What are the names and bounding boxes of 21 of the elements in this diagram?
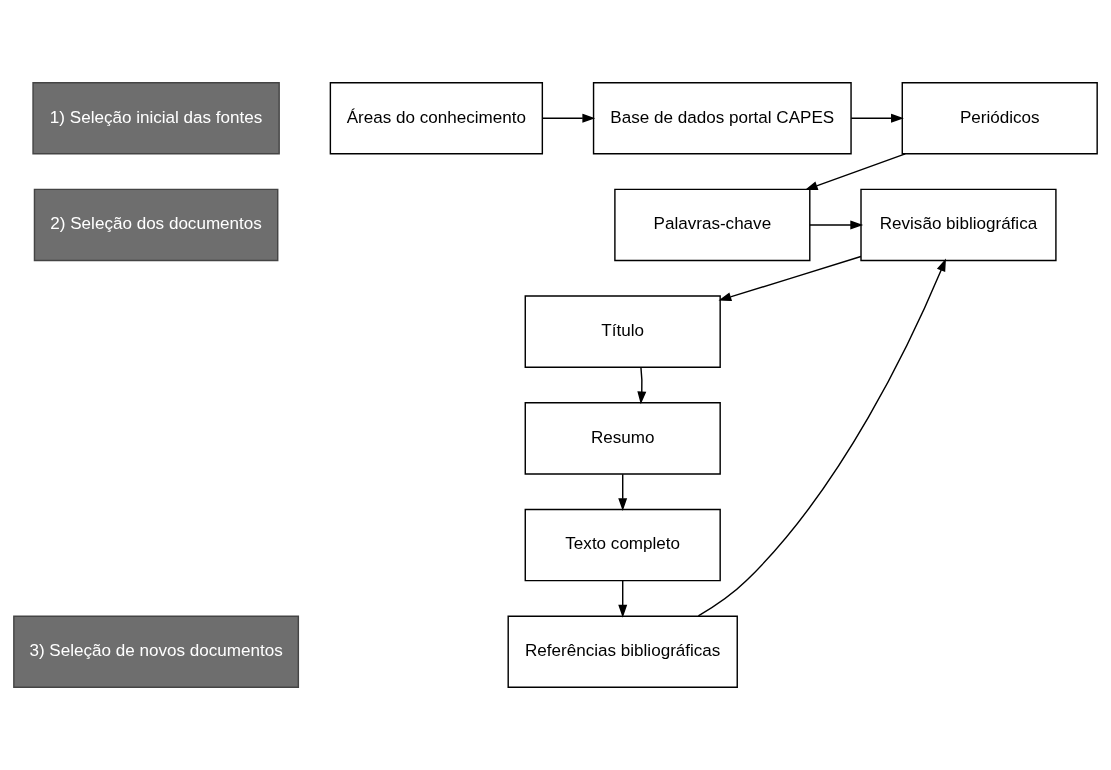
node-box: Referências bibliográficas (507, 615, 738, 688)
node-box: 2) Seleção dos documentos (33, 188, 279, 262)
arrow (541, 113, 596, 123)
node-box: Título (524, 295, 721, 368)
node-box: Palavras-chave (614, 188, 811, 262)
arrow (718, 255, 862, 302)
node-box: 1) Seleção inicial das fontes (32, 82, 280, 155)
arrow (850, 113, 904, 123)
node-box: Áreas do conhecimento (329, 82, 544, 155)
node-box: 3) Seleção de novos documentos (13, 615, 300, 688)
arrow (697, 258, 946, 617)
node-box: Texto completo (524, 508, 721, 582)
arrow (618, 473, 628, 511)
node-box: Resumo (524, 402, 721, 475)
node-box: Periódicos (901, 82, 1098, 155)
node-box: Revisão bibliográfica (860, 188, 1057, 262)
arrow (637, 366, 647, 405)
arrow (804, 153, 906, 191)
arrow (618, 580, 628, 618)
node-box: Base de dados portal CAPES (592, 82, 852, 155)
arrow (809, 220, 864, 230)
